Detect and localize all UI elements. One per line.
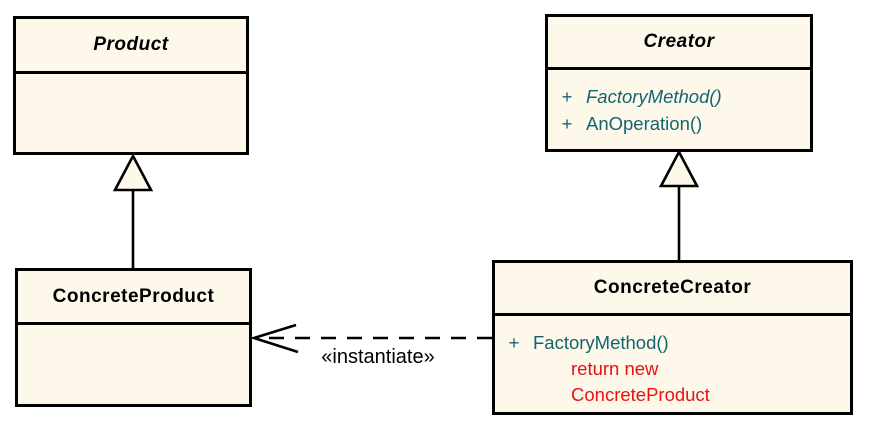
class-title-product: Product: [16, 19, 246, 74]
class-box-concrete-product: ConcreteProduct: [15, 268, 252, 407]
member-factory-method-abstract: + FactoryMethod(): [548, 83, 810, 110]
member-factory-method: + FactoryMethod(): [495, 329, 850, 356]
class-body-creator: + FactoryMethod() + AnOperation(): [548, 70, 810, 137]
member-name: AnOperation(): [586, 113, 703, 134]
member-name: FactoryMethod(): [586, 86, 722, 107]
member-an-operation: + AnOperation(): [548, 110, 810, 137]
instantiate-label: «instantiate»: [321, 346, 435, 368]
pseudocode-return-new: return new: [571, 358, 659, 379]
generalization-arrow-product: [112, 153, 154, 268]
class-title-concrete-product: ConcreteProduct: [18, 271, 249, 325]
member-name: FactoryMethod(): [533, 332, 669, 353]
visibility-plus: +: [561, 113, 573, 134]
class-body-concrete-product: [18, 325, 249, 338]
class-body-concrete-creator: + FactoryMethod() return new ConcretePro…: [495, 316, 850, 408]
generalization-arrow-creator: [658, 149, 700, 260]
class-body-product: [16, 74, 246, 87]
class-title-concrete-creator: ConcreteCreator: [495, 263, 850, 316]
class-title-creator: Creator: [548, 17, 810, 70]
class-box-creator: Creator + FactoryMethod() + AnOperation(…: [545, 14, 813, 152]
class-box-concrete-creator: ConcreteCreator + FactoryMethod() return…: [492, 260, 853, 415]
pseudocode-concrete-product: ConcreteProduct: [571, 384, 710, 405]
visibility-plus: +: [561, 86, 573, 107]
visibility-plus: +: [508, 332, 520, 353]
class-box-product: Product: [13, 16, 249, 155]
